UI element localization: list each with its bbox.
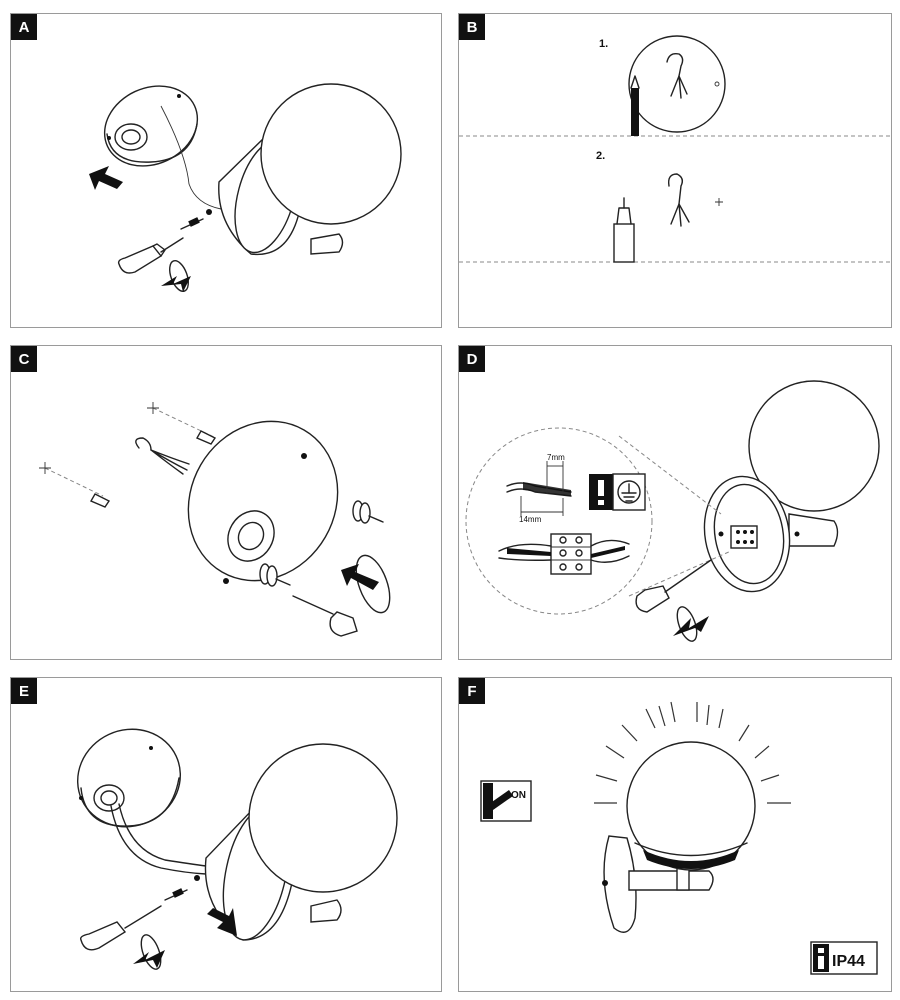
lamp-globe bbox=[748, 380, 880, 512]
panel-b-illustration: 1. 2. bbox=[459, 35, 891, 263]
strip-wire-dim: 7mm bbox=[547, 453, 565, 462]
ip-rating-label: IP44 bbox=[832, 953, 865, 970]
panel-a-illustration bbox=[89, 83, 402, 292]
panel-e-illustration bbox=[76, 728, 398, 970]
panel-a: A bbox=[10, 13, 442, 328]
strip-sheath-dim: 14mm bbox=[519, 515, 542, 524]
warning-icon bbox=[589, 474, 613, 510]
direction-arrow-icon bbox=[207, 908, 237, 936]
direction-arrow-icon bbox=[89, 166, 123, 190]
hook-icon bbox=[667, 173, 690, 227]
mounting-base bbox=[76, 728, 207, 875]
step-1-label: 1. bbox=[599, 38, 608, 50]
panel-d: D 7mm bbox=[458, 345, 892, 660]
screwdriver-icon bbox=[292, 595, 358, 637]
lamp-globe bbox=[260, 83, 402, 225]
panel-b-label: B bbox=[459, 14, 485, 40]
drill-icon bbox=[613, 197, 635, 263]
screwdriver-icon bbox=[635, 559, 712, 613]
panel-d-illustration: 7mm 14mm bbox=[465, 380, 880, 642]
screwdriver-icon bbox=[79, 905, 162, 951]
rotate-arrow-icon bbox=[161, 260, 191, 292]
lamp-body bbox=[194, 805, 342, 941]
panel-c: C bbox=[10, 345, 442, 660]
panel-f-illustration: ON bbox=[480, 701, 878, 975]
rotate-arrow-icon bbox=[673, 606, 709, 642]
pencil-icon bbox=[630, 75, 640, 136]
panel-c-label: C bbox=[11, 346, 37, 372]
lamp-globe bbox=[248, 743, 398, 893]
switch-icon: ON bbox=[480, 780, 532, 822]
info-icon: IP44 bbox=[810, 941, 878, 975]
mounting-base bbox=[187, 420, 339, 584]
wall-anchor bbox=[90, 430, 217, 508]
panel-e-label: E bbox=[11, 678, 37, 704]
screw-washer bbox=[259, 500, 384, 587]
step-2-label: 2. bbox=[596, 150, 605, 162]
lamp-body bbox=[703, 475, 839, 593]
screw-anchor bbox=[180, 217, 204, 230]
lamp-globe bbox=[626, 741, 756, 871]
mounting-base bbox=[103, 85, 222, 210]
panel-f: F ON bbox=[458, 677, 892, 992]
rotate-arrow-icon bbox=[133, 934, 165, 970]
wiring-detail: 7mm 14mm bbox=[465, 427, 653, 615]
panel-b: B 1. 2. bbox=[458, 13, 892, 328]
drill-mark-icon bbox=[715, 198, 723, 206]
screwdriver-icon bbox=[117, 237, 184, 274]
panel-d-label: D bbox=[459, 346, 485, 372]
step-1-detail bbox=[628, 35, 726, 133]
earth-ground-icon bbox=[612, 473, 646, 511]
panel-e: E bbox=[10, 677, 442, 992]
lamp-body bbox=[602, 835, 714, 933]
panel-c-illustration bbox=[39, 402, 391, 637]
panel-f-label: F bbox=[459, 678, 485, 704]
hook-icon bbox=[135, 437, 190, 475]
panel-a-label: A bbox=[11, 14, 37, 40]
switch-on-label: ON bbox=[511, 790, 526, 801]
screw-anchor bbox=[164, 888, 188, 901]
rotate-arrow-icon bbox=[341, 554, 391, 614]
light-rays bbox=[594, 701, 791, 804]
